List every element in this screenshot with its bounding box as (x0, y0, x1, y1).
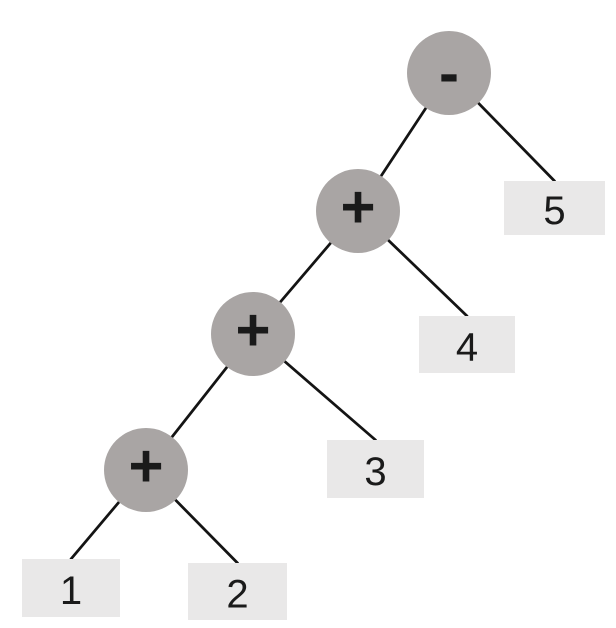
operand-box-5 (504, 181, 605, 235)
operand-box-1 (22, 559, 120, 617)
operand-label-2: 2 (226, 573, 248, 617)
operand-box-4 (419, 316, 515, 373)
operand-box-3 (327, 440, 424, 498)
operator-circle-op-plus-3 (316, 169, 400, 253)
operator-circle-op-plus-2 (211, 292, 295, 376)
operator-node-op-minus: - (407, 31, 491, 115)
operand-label-4: 4 (456, 326, 478, 370)
operand-node-1: 1 (22, 559, 120, 617)
operator-label-op-plus-1: + (128, 433, 163, 500)
operand-label-1: 1 (60, 569, 82, 613)
operand-label-5: 5 (543, 189, 565, 233)
operator-label-op-plus-2: + (235, 297, 270, 364)
operand-node-3: 3 (327, 440, 424, 498)
operator-circle-op-plus-1 (104, 428, 188, 512)
operand-node-4: 4 (419, 316, 515, 373)
operand-label-3: 3 (364, 450, 386, 494)
operand-node-5: 5 (504, 181, 605, 235)
operator-label-op-minus: - (439, 40, 459, 107)
operator-node-op-plus-1: + (104, 428, 188, 512)
operator-label-op-plus-3: + (340, 174, 375, 241)
operand-box-2 (188, 563, 287, 620)
operator-node-op-plus-2: + (211, 292, 295, 376)
operator-node-op-plus-3: + (316, 169, 400, 253)
operand-node-2: 2 (188, 563, 287, 620)
operator-circle-op-minus (407, 31, 491, 115)
